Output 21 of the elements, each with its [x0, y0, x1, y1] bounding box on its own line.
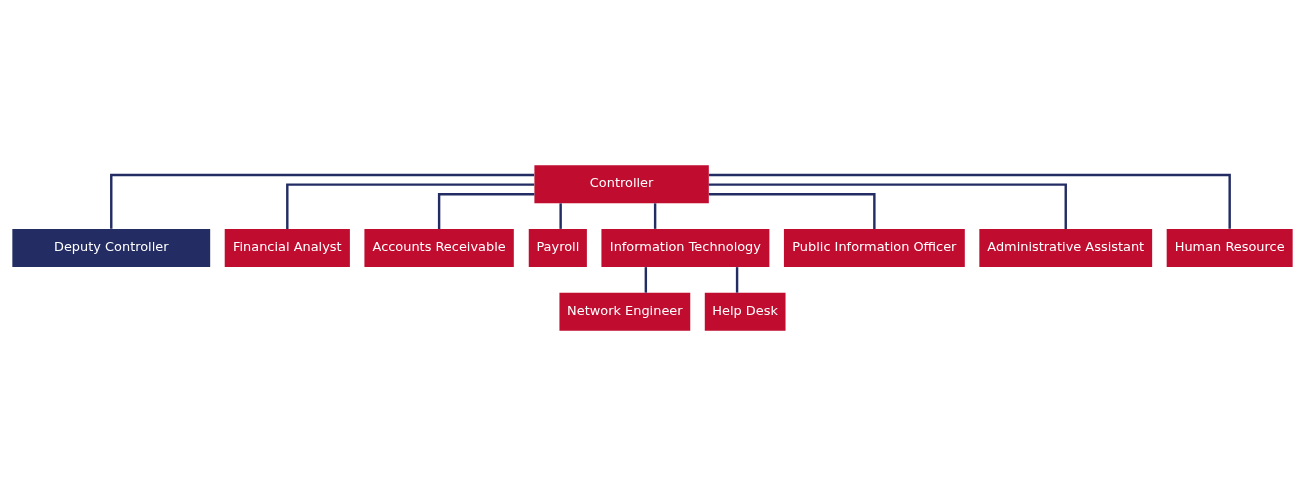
node-box: Administrative Assistant: [979, 228, 1153, 267]
node-box: Help Desk: [704, 292, 786, 331]
node-box: Controller: [534, 164, 709, 203]
node-box: Deputy Controller: [12, 228, 211, 267]
connector: [559, 202, 562, 229]
node-box: Information Technology: [601, 228, 770, 267]
connector: [708, 182, 1067, 229]
connector: [709, 173, 1231, 229]
connector: [644, 266, 648, 293]
connector: [708, 192, 876, 229]
connector: [437, 192, 535, 229]
node-box: Human Resource: [1166, 228, 1293, 267]
node-box: Network Engineer: [559, 292, 691, 331]
connector: [286, 182, 535, 229]
node-box: Public Information Officer: [783, 228, 965, 267]
connector: [735, 266, 739, 293]
node-box: Accounts Receivable: [364, 228, 514, 267]
connector: [653, 202, 657, 229]
node-box: Payroll: [528, 228, 587, 267]
connector: [110, 173, 535, 229]
node-box: Financial Analyst: [224, 228, 350, 267]
